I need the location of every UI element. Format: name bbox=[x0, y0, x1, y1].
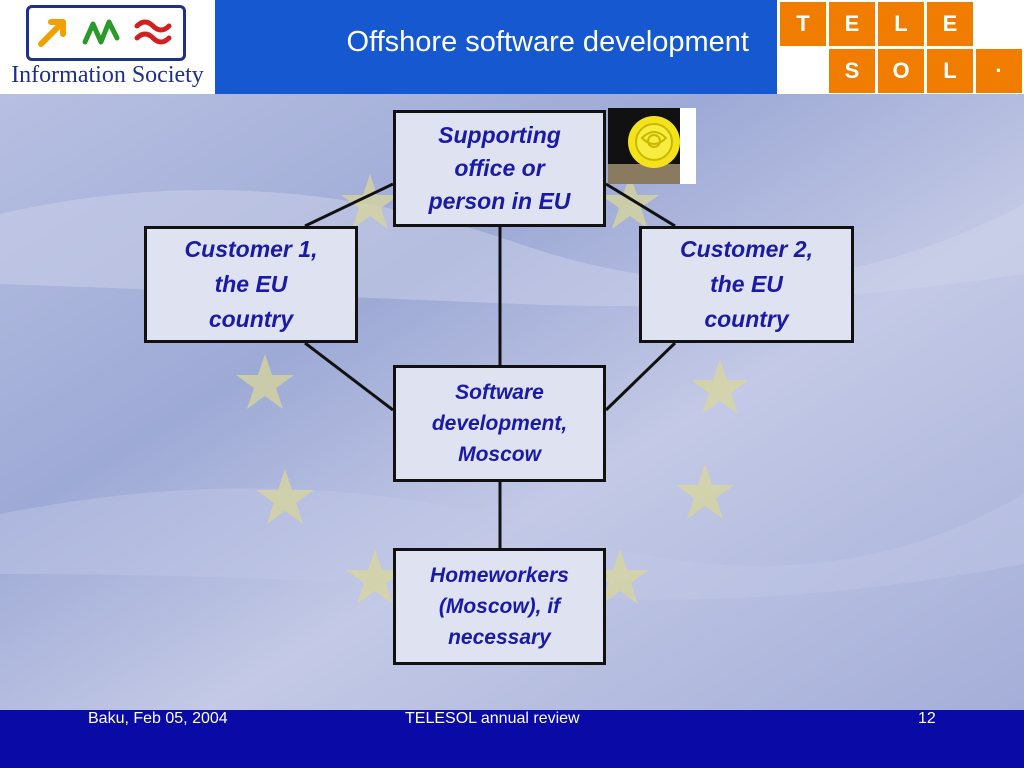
telesol-logo-letter: L bbox=[927, 49, 973, 93]
node-supporting-office: Supporting office or person in EU bbox=[393, 110, 606, 227]
information-society-mark-icon bbox=[26, 5, 186, 61]
telesol-logo-letter: E bbox=[829, 2, 875, 46]
node-line: person in EU bbox=[428, 188, 571, 214]
node-line: the EU bbox=[214, 271, 288, 297]
node-line: Customer 1, bbox=[184, 236, 318, 262]
information-society-logo: Information Society bbox=[0, 0, 215, 94]
node-line: the EU bbox=[710, 271, 783, 297]
information-society-text: Information Society bbox=[11, 62, 204, 88]
node-line: Software bbox=[455, 381, 544, 404]
telesol-logo: T E L E S O L · bbox=[777, 0, 1024, 94]
connector-customer2-software bbox=[604, 341, 677, 412]
node-line: Supporting bbox=[438, 122, 561, 148]
telesol-logo-letter: S bbox=[829, 49, 875, 93]
node-line: country bbox=[208, 306, 294, 332]
title-bar: Offshore software development bbox=[215, 0, 777, 94]
node-customer-2: Customer 2, the EU country bbox=[639, 226, 854, 343]
node-software-development: Software development, Moscow bbox=[393, 365, 606, 482]
diagram-connectors bbox=[304, 182, 677, 548]
connector-support-customer2 bbox=[605, 182, 676, 228]
node-line: development, bbox=[431, 412, 568, 435]
telesol-logo-letter: · bbox=[976, 49, 1022, 93]
connector-support-customer1 bbox=[304, 182, 394, 228]
yellow-rose-image bbox=[608, 108, 696, 184]
node-line: Moscow bbox=[458, 443, 541, 466]
node-line: country bbox=[704, 306, 789, 332]
page-title: Offshore software development bbox=[346, 26, 749, 58]
node-line: Homeworkers bbox=[430, 564, 569, 587]
node-homeworkers: Homeworkers (Moscow), if necessary bbox=[393, 548, 606, 665]
diagram-stage: Supporting office or person in EU Custom… bbox=[0, 94, 1024, 710]
node-line: (Moscow), if bbox=[438, 595, 561, 618]
node-customer-1: Customer 1, the EU country bbox=[144, 226, 358, 343]
connector-customer1-software bbox=[304, 341, 394, 412]
footer: Baku, Feb 05, 2004 TELESOL annual review… bbox=[0, 710, 1024, 768]
telesol-logo-letter: T bbox=[780, 2, 826, 46]
node-line: office or bbox=[454, 155, 545, 181]
footer-event: TELESOL annual review bbox=[405, 710, 580, 727]
telesol-logo-letter: O bbox=[878, 49, 924, 93]
telesol-logo-letter: E bbox=[927, 2, 973, 46]
footer-page-number: 12 bbox=[918, 710, 936, 727]
node-line: necessary bbox=[448, 626, 551, 649]
telesol-logo-letter: L bbox=[878, 2, 924, 46]
footer-location-date: Baku, Feb 05, 2004 bbox=[88, 710, 228, 727]
node-line: Customer 2, bbox=[680, 236, 813, 262]
